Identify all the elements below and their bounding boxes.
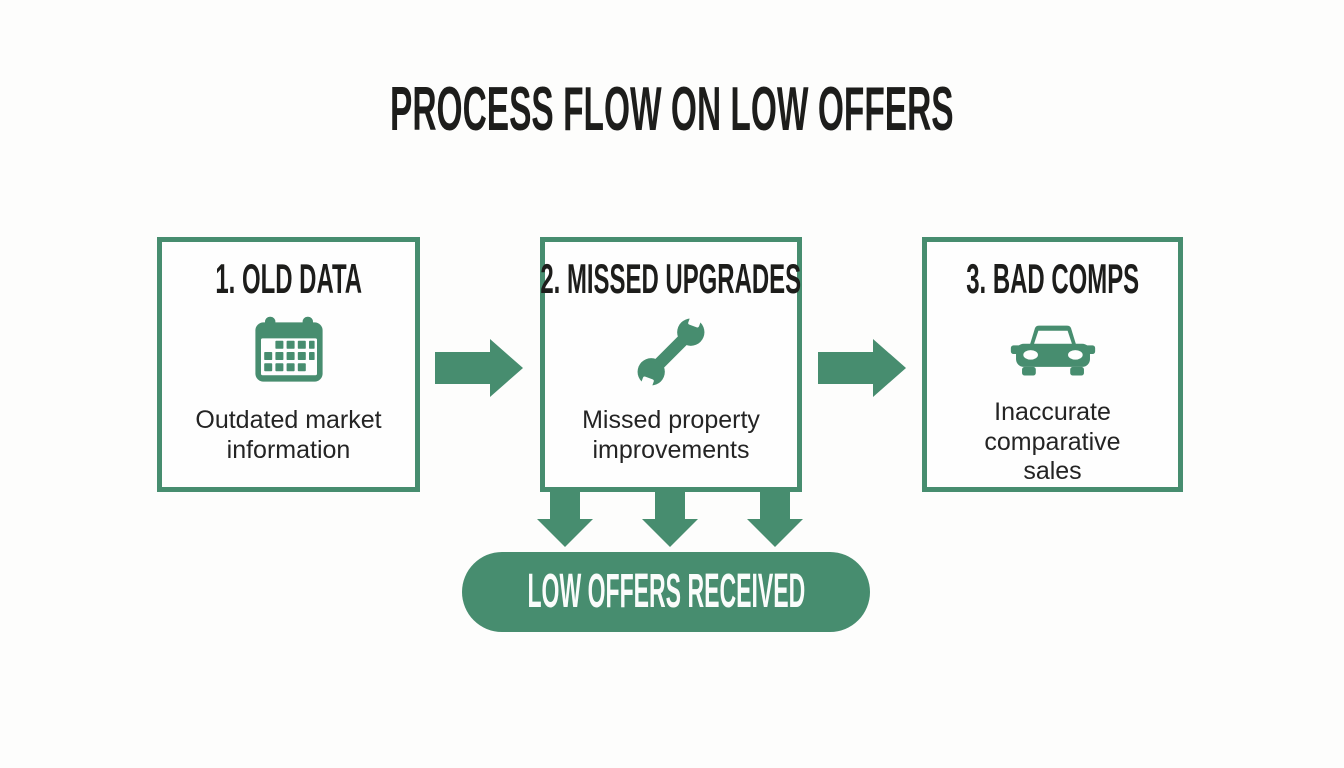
result-banner: LOW OFFERS RECEIVED [462,552,870,632]
step-box-missed-upgrades: 2. MISSED UPGRADES Missed property impro… [540,237,802,492]
step-box-bad-comps: 3. BAD COMPS Inaccurate comparative sale… [922,237,1183,492]
wrench-icon [627,304,715,400]
arrow-right-icon [435,339,523,397]
step-title: 1. OLD DATA [160,256,417,302]
arrow-down-icon [537,489,593,547]
arrow-right-icon [818,339,906,397]
page-title-text: PROCESS FLOW ON LOW OFFERS [390,75,954,144]
step-description: Inaccurate comparative sales [984,398,1121,485]
step-title-text: 3. BAD COMPS [966,255,1139,302]
step-title: 3. BAD COMPS [901,256,1204,302]
result-label: LOW OFFERS RECEIVED [377,568,956,616]
arrow-down-icon [642,489,698,547]
result-label-text: LOW OFFERS RECEIVED [527,565,805,618]
step-description: Outdated market information [195,406,382,464]
step-description: Missed property improvements [582,406,760,464]
page-title: PROCESS FLOW ON LOW OFFERS [0,79,1344,141]
calendar-icon [249,304,329,400]
step-box-old-data: 1. OLD DATA Outdated market information [157,237,420,492]
step-title-text: 2. MISSED UPGRADES [540,255,802,302]
arrow-down-icon [747,489,803,547]
car-icon [1010,304,1096,392]
step-title: 2. MISSED UPGRADES [442,256,899,302]
step-title-text: 1. OLD DATA [215,255,362,302]
